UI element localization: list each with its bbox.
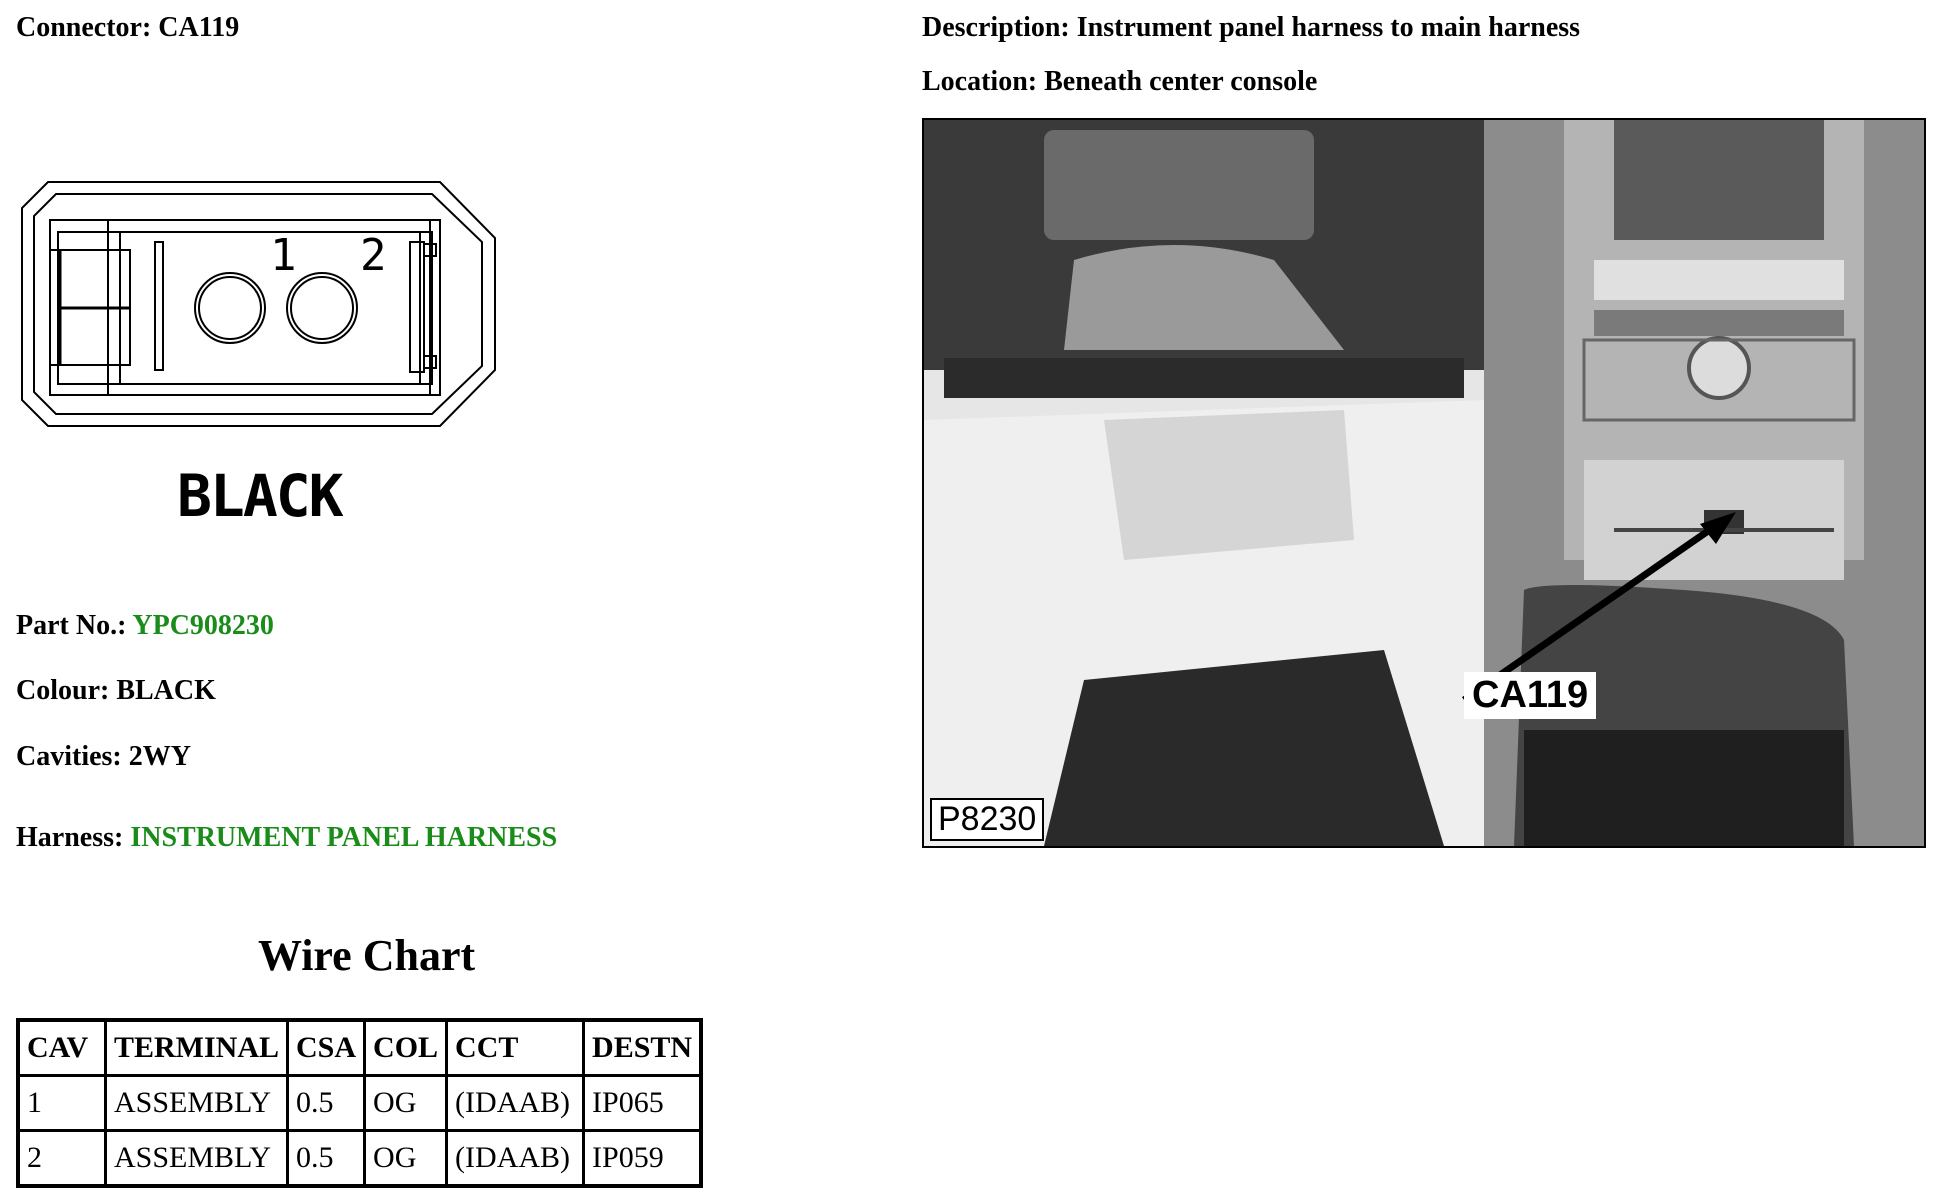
harness-label: Harness: bbox=[16, 822, 124, 853]
wire-chart-table: CAV TERMINAL CSA COL CCT DESTN 1 ASSEMBL… bbox=[16, 1018, 704, 1188]
cell-col: OG bbox=[363, 1129, 449, 1188]
colour: Colour: BLACK bbox=[16, 675, 216, 707]
cell-cct: (IDAAB) bbox=[445, 1074, 586, 1132]
connector-face-diagram: 1 2 bbox=[21, 181, 496, 427]
connector-label: Connector: bbox=[16, 12, 152, 43]
cell-cav: 2 bbox=[16, 1129, 107, 1188]
part-number-label: Part No.: bbox=[16, 610, 127, 641]
cell-cav: 1 bbox=[16, 1074, 107, 1132]
location-photo: CA119 P8230 bbox=[922, 118, 1926, 848]
description-value: Instrument panel harness to main harness bbox=[1076, 12, 1581, 43]
description-label: Description: bbox=[922, 12, 1070, 43]
cell-destn: IP059 bbox=[582, 1129, 703, 1188]
cell-destn: IP065 bbox=[582, 1074, 703, 1132]
table-row: 1 ASSEMBLY 0.5 OG (IDAAB) IP065 bbox=[16, 1074, 703, 1132]
connector-colour-text: BLACK bbox=[177, 462, 344, 530]
header-cct: CCT bbox=[445, 1018, 586, 1077]
photo-illustration bbox=[924, 120, 1924, 846]
header-terminal: TERMINAL bbox=[103, 1018, 290, 1077]
header-csa: CSA bbox=[286, 1018, 367, 1077]
colour-value: BLACK bbox=[116, 675, 216, 706]
location-value: Beneath center console bbox=[1044, 66, 1318, 97]
part-number-link[interactable]: YPC908230 bbox=[132, 610, 274, 641]
connector-inner-outline bbox=[33, 193, 483, 415]
table-row: 2 ASSEMBLY 0.5 OG (IDAAB) IP059 bbox=[16, 1129, 703, 1188]
cavities: Cavities: 2WY bbox=[16, 741, 191, 773]
header-destn: DESTN bbox=[582, 1018, 703, 1077]
location: Location: Beneath center console bbox=[922, 66, 1317, 98]
connector-outer-outline bbox=[21, 181, 496, 427]
table-header-row: CAV TERMINAL CSA COL CCT DESTN bbox=[16, 1018, 703, 1077]
cell-csa: 0.5 bbox=[286, 1129, 367, 1188]
photo-reference-label: P8230 bbox=[930, 798, 1045, 841]
cavity-1 bbox=[194, 272, 266, 344]
key-slot bbox=[154, 241, 164, 371]
harness: Harness: INSTRUMENT PANEL HARNESS bbox=[16, 822, 557, 854]
cell-csa: 0.5 bbox=[286, 1074, 367, 1132]
header-cav: CAV bbox=[16, 1018, 107, 1077]
wire-chart-title: Wire Chart bbox=[258, 931, 476, 980]
photo-callout-label: CA119 bbox=[1464, 672, 1597, 719]
cell-terminal: ASSEMBLY bbox=[103, 1129, 290, 1188]
cavities-value: 2WY bbox=[128, 741, 191, 772]
description: Description: Instrument panel harness to… bbox=[922, 12, 1580, 44]
cell-cct: (IDAAB) bbox=[445, 1129, 586, 1188]
location-label: Location: bbox=[922, 66, 1038, 97]
harness-link[interactable]: INSTRUMENT PANEL HARNESS bbox=[130, 822, 558, 853]
part-number: Part No.: YPC908230 bbox=[16, 610, 274, 642]
connector-title: Connector: CA119 bbox=[16, 12, 239, 44]
cavities-label: Cavities: bbox=[16, 741, 122, 772]
header-col: COL bbox=[363, 1018, 449, 1077]
cell-col: OG bbox=[363, 1074, 449, 1132]
pin-2-label: 2 bbox=[360, 230, 387, 281]
cavity-2 bbox=[286, 272, 358, 344]
cell-terminal: ASSEMBLY bbox=[103, 1074, 290, 1132]
colour-label: Colour: bbox=[16, 675, 110, 706]
pin-1-label: 1 bbox=[270, 230, 297, 281]
connector-value: CA119 bbox=[158, 12, 240, 43]
